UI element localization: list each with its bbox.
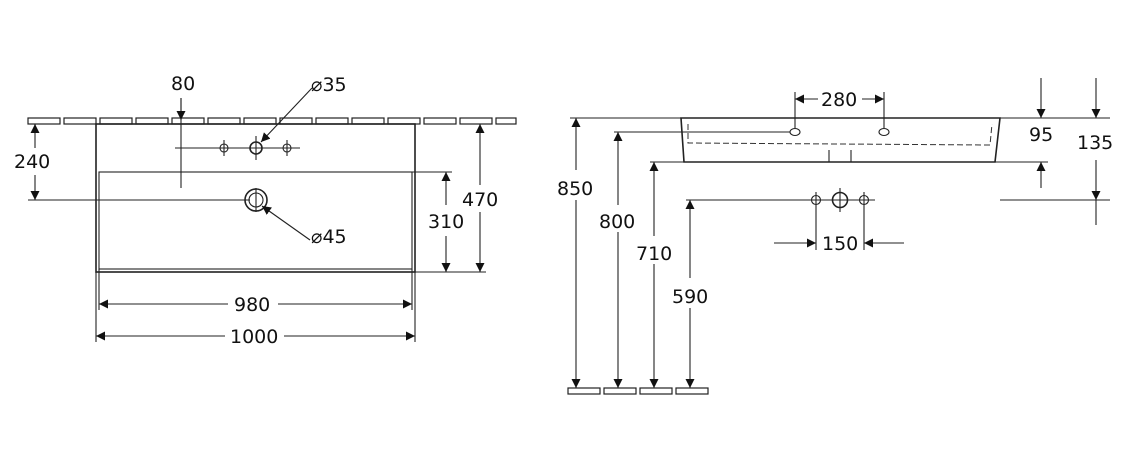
tap-hole-side-view-1 xyxy=(789,127,801,137)
dim-1000-label: 1000 xyxy=(230,326,278,348)
bowl-hidden-line xyxy=(687,123,993,146)
bowl-outline-top xyxy=(98,171,413,270)
tap-hole-front-left xyxy=(810,192,822,208)
dim-590-label: 590 xyxy=(672,286,708,308)
dim-dia45-leader xyxy=(261,205,311,241)
wall-strip-top xyxy=(27,117,517,125)
dim-850-label: 850 xyxy=(557,178,593,200)
dim-310-label: 310 xyxy=(428,211,464,233)
dim-135-label: 135 xyxy=(1077,132,1113,154)
dim-280-label: 280 xyxy=(821,89,857,111)
tap-hole-front-center xyxy=(831,188,849,212)
dim-240-label: 240 xyxy=(14,151,50,173)
basin-outline-side xyxy=(680,117,1001,163)
floor-strip xyxy=(567,387,709,395)
dim-470-label: 470 xyxy=(462,189,498,211)
basin-outline-top xyxy=(95,123,416,273)
dim-dia35-label: ⌀35 xyxy=(311,74,347,96)
side-view: 280 95 135 850 800 710 590 xyxy=(557,78,1113,395)
dim-95-label: 95 xyxy=(1029,124,1053,146)
top-view: 80 ⌀35 ⌀45 240 310 470 980 100 xyxy=(14,73,517,348)
dim-dia35-leader xyxy=(260,87,313,143)
dim-80-label: 80 xyxy=(171,73,195,95)
dim-710-label: 710 xyxy=(636,243,672,265)
tap-hole-side-left xyxy=(219,140,229,156)
tap-hole-front-right xyxy=(858,192,870,208)
tap-hole-side-right xyxy=(282,140,292,156)
dim-dia45-label: ⌀45 xyxy=(311,226,347,248)
tap-hole-center xyxy=(249,136,263,160)
dim-150-label: 150 xyxy=(822,233,858,255)
dim-980-label: 980 xyxy=(234,294,270,316)
dim-800-label: 800 xyxy=(599,211,635,233)
tap-hole-side-view-2 xyxy=(878,127,890,137)
